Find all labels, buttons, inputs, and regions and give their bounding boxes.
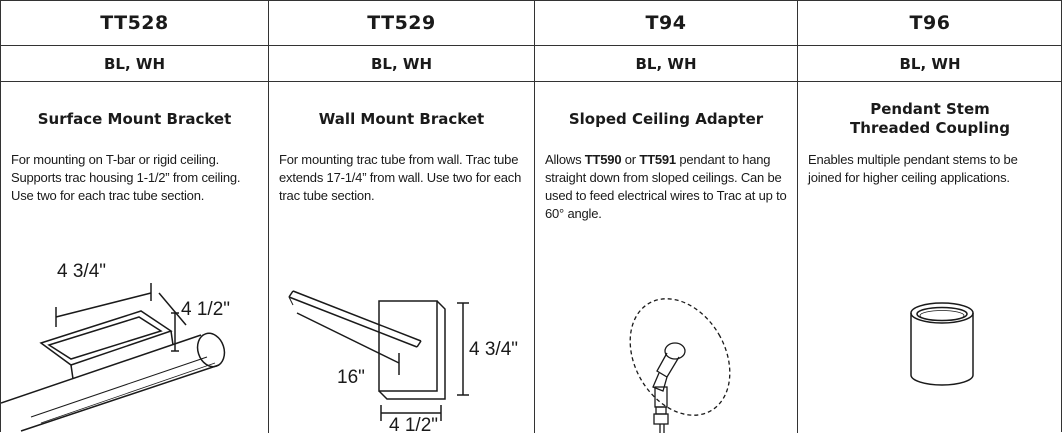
model-number: TT529 xyxy=(269,1,534,46)
finish-options: BL, WH xyxy=(535,46,797,82)
finish-options: BL, WH xyxy=(798,46,1062,82)
product-description: For mounting on T-bar or rigid ceiling. … xyxy=(11,152,241,203)
model-ref-tt590: TT590 xyxy=(584,152,622,167)
model-number: TT528 xyxy=(1,1,268,46)
wall-mount-bracket-svg: 16" 4 3/4" 4 1/2" xyxy=(288,290,518,433)
product-title: Surface Mount Bracket xyxy=(37,109,232,128)
dimension-width: 4 1/2" xyxy=(389,415,438,433)
finish-options: BL, WH xyxy=(269,46,534,82)
product-title: Wall Mount Bracket xyxy=(318,109,485,128)
sloped-ceiling-adapter-svg xyxy=(629,298,731,433)
dimension-height: 4 3/4" xyxy=(469,339,518,360)
product-column-tt528: TT528 BL, WH Surface Mount Bracket For m… xyxy=(1,1,268,433)
sloped-ceiling-adapter-drawing xyxy=(535,253,797,433)
product-column-tt529: TT529 BL, WH Wall Mount Bracket For moun… xyxy=(268,1,534,433)
model-ref-tt591: TT591 xyxy=(639,152,676,167)
wall-mount-bracket-drawing: 16" 4 3/4" 4 1/2" xyxy=(269,253,534,433)
surface-mount-bracket-svg: 4 3/4" 4 1/2" xyxy=(1,261,230,432)
product-title: Sloped Ceiling Adapter xyxy=(568,109,764,128)
model-number: T94 xyxy=(535,1,797,46)
dimension-arm: 16" xyxy=(337,367,365,388)
dimension-depth: 4 1/2" xyxy=(181,299,230,320)
model-number: T96 xyxy=(798,1,1062,46)
surface-mount-bracket-drawing: 4 3/4" 4 1/2" xyxy=(1,253,268,433)
product-description: For mounting trac tube from wall. Trac t… xyxy=(279,152,522,203)
product-description: Enables multiple pendant stems to be joi… xyxy=(808,152,1018,185)
threaded-coupling-svg xyxy=(910,302,974,386)
threaded-coupling-drawing xyxy=(798,253,1062,433)
product-description: Allows TT590 or TT591 pendant to hang st… xyxy=(545,152,787,221)
product-column-t94: T94 BL, WH Sloped Ceiling Adapter Allows… xyxy=(534,1,797,433)
finish-options: BL, WH xyxy=(1,46,268,82)
dimension-width: 4 3/4" xyxy=(57,261,106,282)
